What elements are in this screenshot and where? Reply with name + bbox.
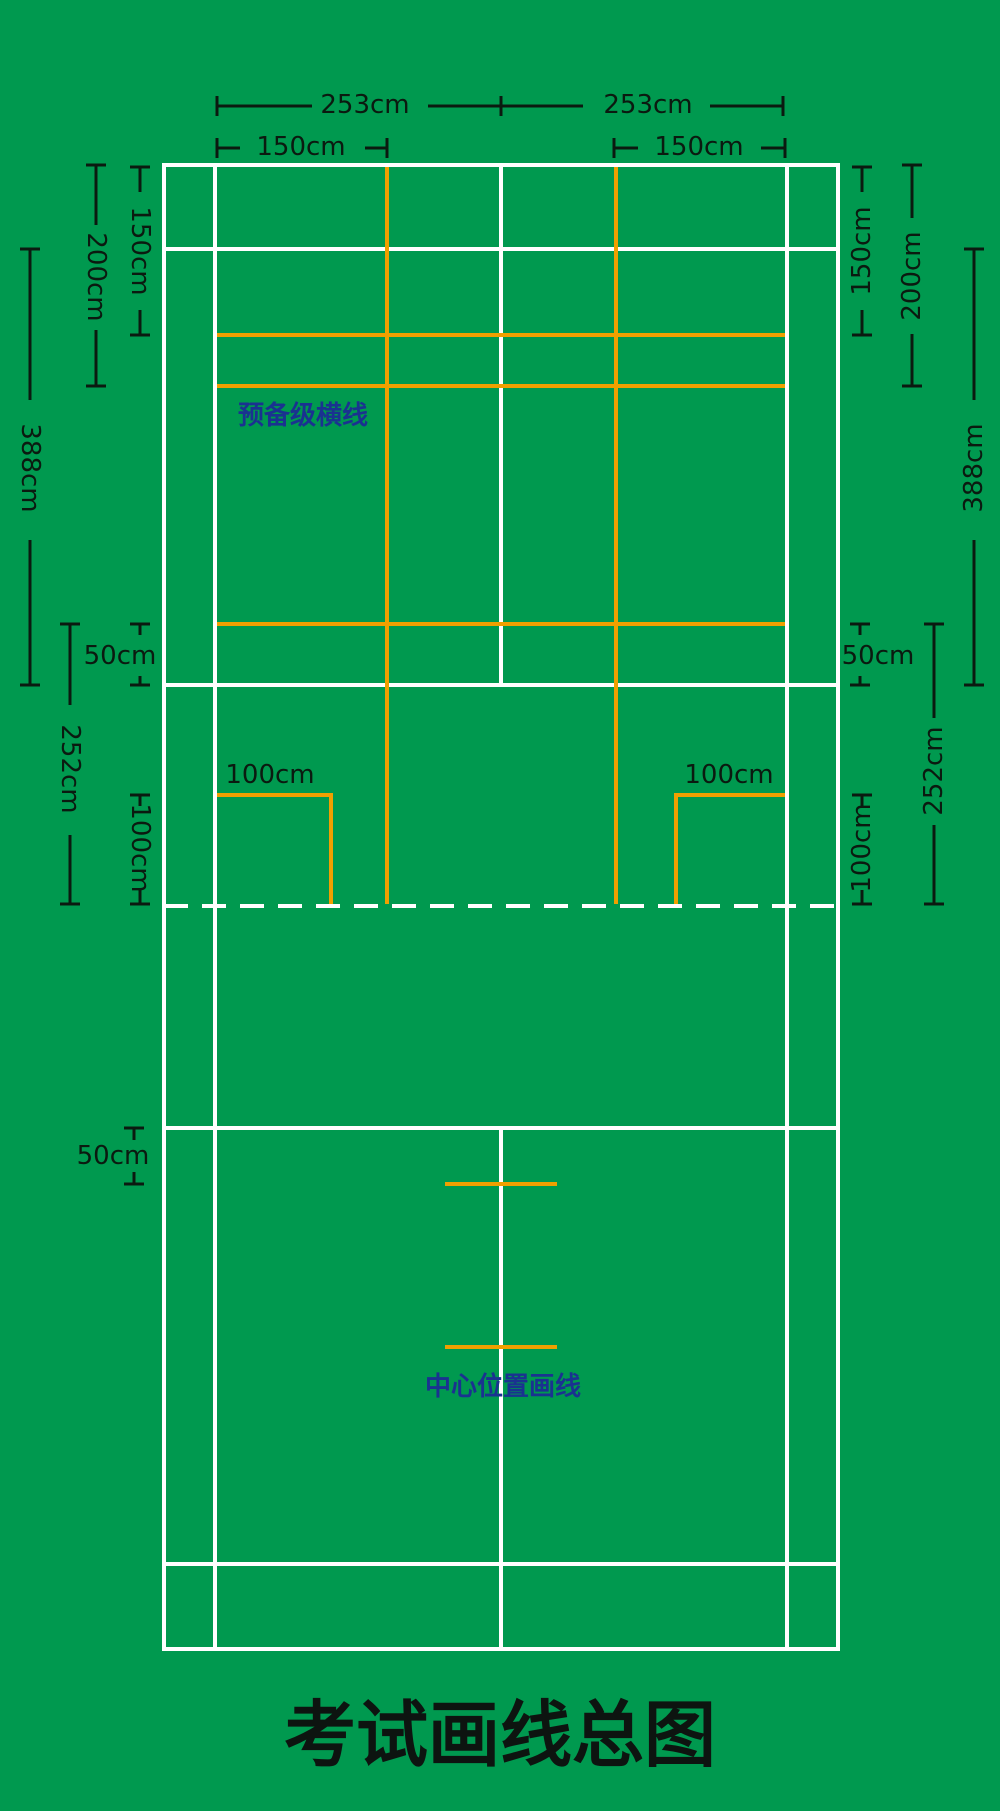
exam-left-corner-line xyxy=(217,793,333,904)
dim-top-left-150: 150cm xyxy=(256,132,345,162)
dim-left-388: 388cm xyxy=(15,423,45,512)
dim-left-150: 150cm xyxy=(125,206,155,295)
dim-right-100: 100cm xyxy=(847,803,877,892)
exam-right-corner-line xyxy=(674,793,785,904)
dim-top-left-253: 253cm xyxy=(320,90,409,120)
reserve-line-note: 预备级横线 xyxy=(238,400,368,431)
dim-left-200: 200cm xyxy=(81,232,111,321)
dim-top-right-150: 150cm xyxy=(654,132,743,162)
dimension-lines xyxy=(20,96,984,1186)
dim-top-right-253: 253cm xyxy=(603,90,692,120)
dim-left-100: 100cm xyxy=(125,803,155,892)
dim-right-252: 252cm xyxy=(919,726,949,815)
dim-inner-right-100: 100cm xyxy=(684,760,773,790)
dim-right-200: 200cm xyxy=(897,231,927,320)
dim-left-lower-50: 50cm xyxy=(77,1141,150,1171)
dim-left-252: 252cm xyxy=(55,724,85,813)
dim-left-50: 50cm xyxy=(84,641,157,671)
dim-right-150: 150cm xyxy=(847,206,877,295)
dim-right-388: 388cm xyxy=(959,423,989,512)
center-line-note: 中心位置画线 xyxy=(425,1371,581,1402)
diagram-title: 考试画线总图 xyxy=(284,1693,716,1777)
dim-inner-left-100: 100cm xyxy=(225,760,314,790)
dim-right-50: 50cm xyxy=(842,641,915,671)
court-lines xyxy=(162,163,840,1651)
dimension-labels: 253cm 253cm 150cm 150cm 150cm 200cm 388c… xyxy=(15,90,989,1171)
exam-lines xyxy=(217,167,785,1349)
